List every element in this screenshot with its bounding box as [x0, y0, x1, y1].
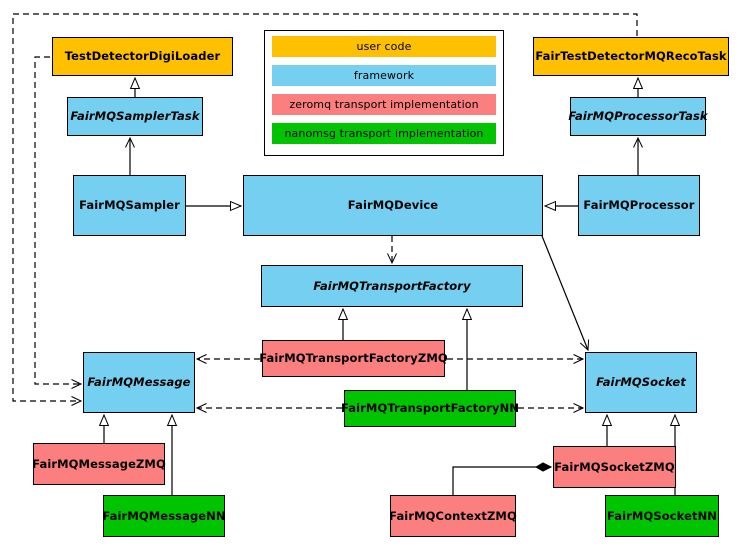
- legend-item-framework: framework: [272, 65, 496, 86]
- node-label: FairMQSocketNN: [606, 508, 718, 523]
- node-fairtestdetectormqrecotask[interactable]: FairTestDetectorMQRecoTask: [533, 37, 729, 76]
- node-fairmqsocket[interactable]: FairMQSocket: [585, 352, 697, 413]
- node-label: FairMQMessageNN: [102, 508, 226, 523]
- node-fairmqtransportfactoryzmq[interactable]: FairMQTransportFactoryZMQ: [259, 340, 448, 377]
- node-fairmqcontextzmq[interactable]: FairMQContextZMQ: [389, 495, 517, 537]
- node-label: FairMQMessage: [87, 375, 191, 390]
- node-label: FairMQSocketZMQ: [554, 459, 675, 474]
- node-fairmqsamplertask[interactable]: FairMQSamplerTask: [67, 97, 203, 136]
- node-label: FairMQProcessorTask: [568, 109, 708, 124]
- node-testdetectordigiloader[interactable]: TestDetectorDigiLoader: [52, 37, 233, 76]
- node-label: FairMQTransportFactoryZMQ: [259, 351, 448, 366]
- legend-item-nanomsg: nanomsg transport implementation: [272, 123, 496, 144]
- legend-label: nanomsg transport implementation: [284, 127, 484, 140]
- node-label: FairMQSampler: [79, 198, 180, 213]
- node-label: FairMQSamplerTask: [70, 109, 200, 124]
- node-fairmqprocessor[interactable]: FairMQProcessor: [578, 175, 700, 236]
- edge-device-uses-socket: [541, 235, 590, 352]
- node-label: FairMQContextZMQ: [389, 508, 517, 523]
- node-label: TestDetectorDigiLoader: [64, 49, 221, 64]
- node-fairmqtransportfactorynn[interactable]: FairMQTransportFactoryNN: [340, 390, 520, 427]
- edge-contextzmq-composed-in-socketzmq: [452, 462, 553, 495]
- legend-label: zeromq transport implementation: [289, 98, 479, 111]
- node-fairmqsampler[interactable]: FairMQSampler: [73, 175, 186, 236]
- node-label: FairMQTransportFactoryNN: [340, 401, 520, 416]
- node-label: FairMQSocket: [596, 375, 686, 390]
- node-fairmqmessagezmq[interactable]: FairMQMessageZMQ: [32, 443, 166, 485]
- node-fairmqsocketzmq[interactable]: FairMQSocketZMQ: [553, 446, 676, 488]
- node-fairmqmessage[interactable]: FairMQMessage: [83, 352, 195, 413]
- legend-item-zeromq: zeromq transport implementation: [272, 94, 496, 115]
- node-fairmqdevice[interactable]: FairMQDevice: [243, 175, 543, 236]
- node-fairmqtransportfactory[interactable]: FairMQTransportFactory: [261, 265, 523, 307]
- node-fairmqsocketnn[interactable]: FairMQSocketNN: [605, 495, 719, 537]
- node-label: FairMQDevice: [347, 198, 439, 213]
- node-label: FairTestDetectorMQRecoTask: [535, 49, 727, 64]
- node-label: FairMQProcessor: [583, 198, 695, 213]
- legend-item-user-code: user code: [272, 36, 496, 57]
- node-label: FairMQMessageZMQ: [32, 456, 166, 471]
- node-fairmqmessagenn[interactable]: FairMQMessageNN: [102, 495, 226, 537]
- legend-label: framework: [353, 69, 415, 82]
- legend-label: user code: [356, 40, 412, 53]
- node-fairmqprocessortask[interactable]: FairMQProcessorTask: [568, 97, 708, 136]
- node-label: FairMQTransportFactory: [313, 278, 471, 293]
